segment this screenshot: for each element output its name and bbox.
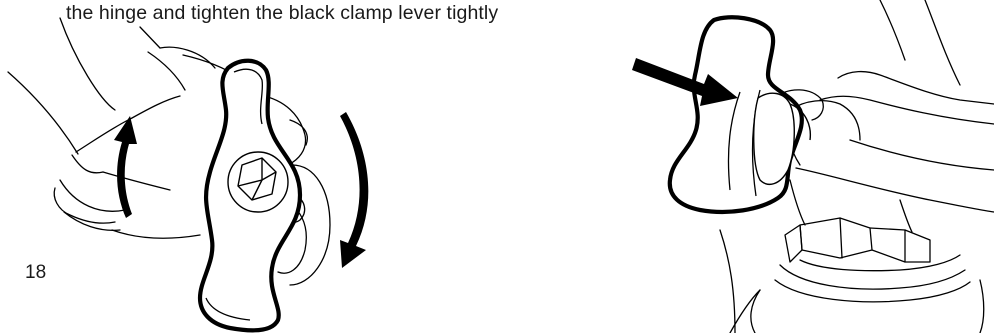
page-number: 18 (25, 262, 47, 283)
caption-leader-line (139, 26, 161, 49)
instruction-caption: the hinge and tighten the black clamp le… (66, 2, 499, 24)
push-arrow-icon (632, 58, 738, 106)
rotate-arrows-icon (114, 112, 369, 268)
hex-bolt-icon (227, 151, 289, 213)
tube-outline-lower (7, 71, 79, 155)
